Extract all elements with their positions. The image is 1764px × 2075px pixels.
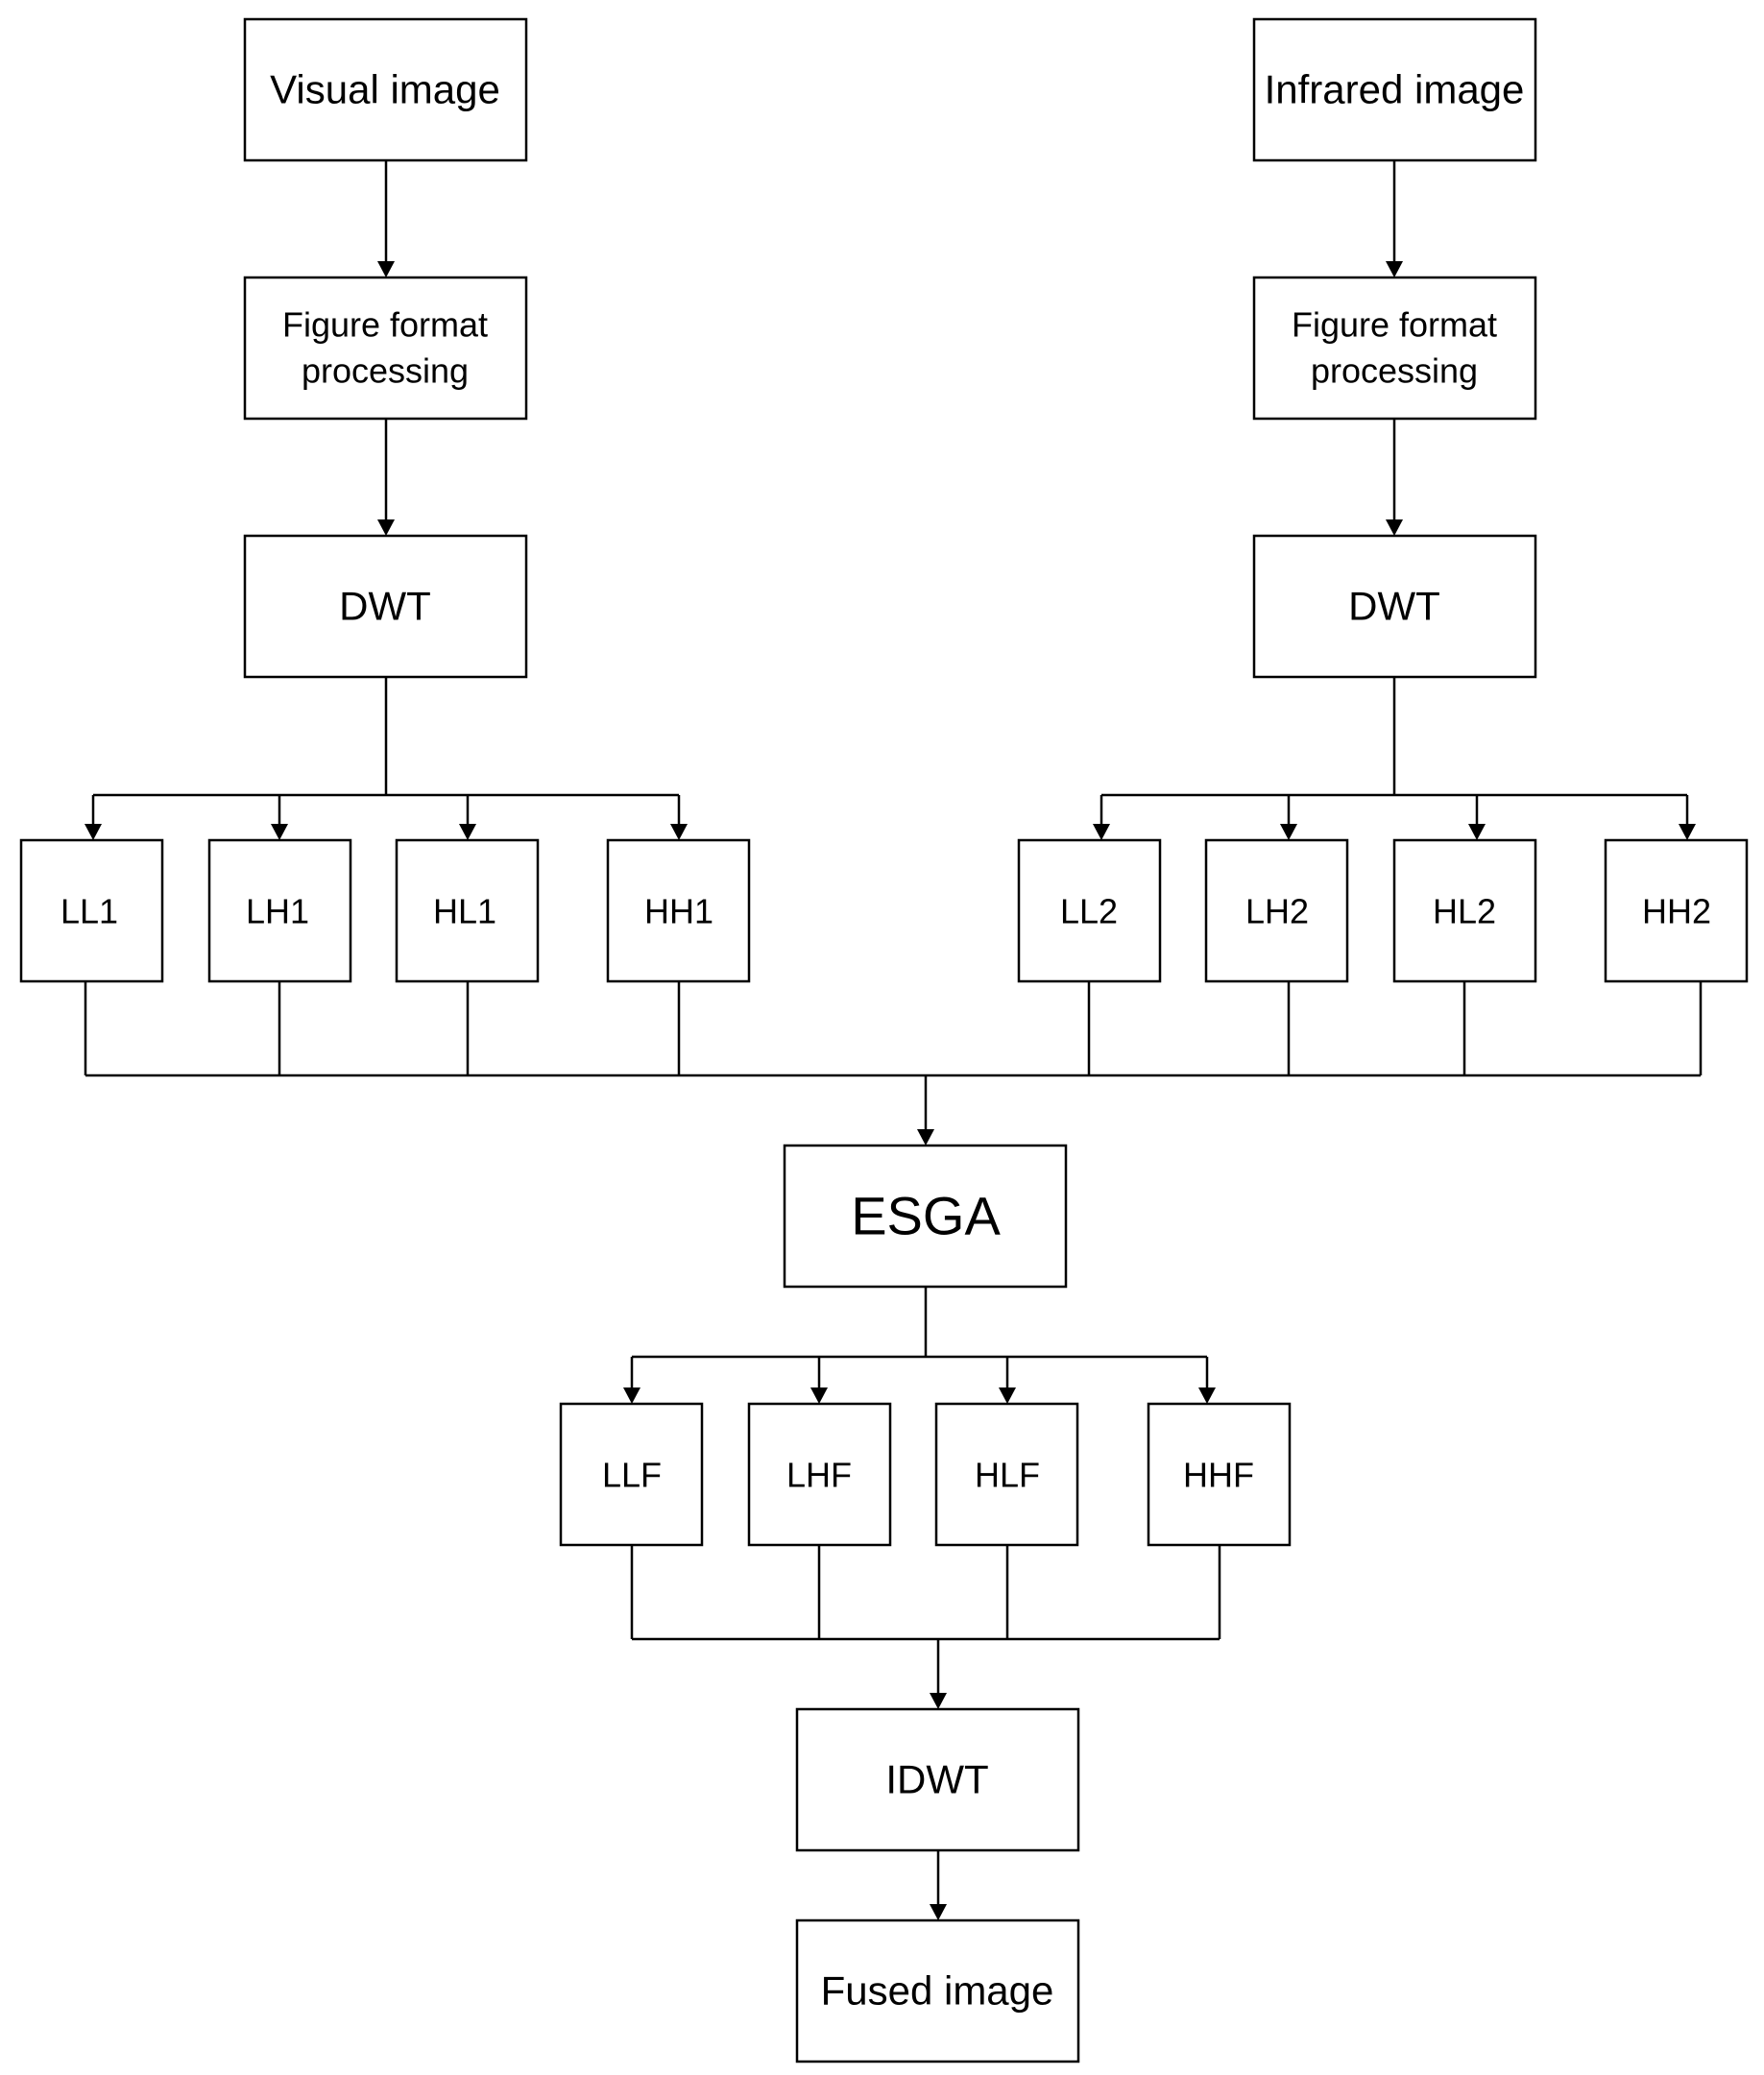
arrowhead-lh1 — [271, 824, 288, 840]
arrowhead-llf — [623, 1387, 640, 1404]
node-lh2: LH2 — [1204, 838, 1349, 983]
node-infrared-image-label: Infrared image — [1265, 67, 1525, 112]
node-ffp-right-line1: Figure format — [1292, 305, 1497, 345]
node-esga-label: ESGA — [851, 1186, 1001, 1246]
arrowhead-hh1 — [670, 824, 688, 840]
node-hh2-label: HH2 — [1642, 892, 1711, 931]
arrowhead-dwt-right — [1386, 519, 1403, 536]
node-ll2-label: LL2 — [1060, 892, 1118, 931]
node-lh2-label: LH2 — [1245, 892, 1309, 931]
arrowhead-hl2 — [1468, 824, 1486, 840]
node-visual-image: Visual image — [243, 17, 528, 162]
arrowhead-esga — [917, 1129, 934, 1146]
arrowhead-ffp-left — [377, 261, 395, 277]
arrowhead-ffp-right — [1386, 261, 1403, 277]
node-dwt-left: DWT — [243, 534, 528, 679]
node-hh1-label: HH1 — [644, 892, 713, 931]
node-esga: ESGA — [783, 1144, 1068, 1289]
node-hlf: HLF — [934, 1402, 1079, 1547]
node-infrared-image: Infrared image — [1252, 17, 1537, 162]
node-lh1-label: LH1 — [246, 892, 309, 931]
node-hl1: HL1 — [395, 838, 540, 983]
node-hl2: HL2 — [1392, 838, 1537, 983]
node-ll1-label: LL1 — [60, 892, 118, 931]
arrowhead-lhf — [810, 1387, 828, 1404]
arrowhead-dwt-left — [377, 519, 395, 536]
node-hlf-label: HLF — [975, 1456, 1040, 1495]
node-idwt-label: IDWT — [885, 1757, 988, 1802]
arrowhead-idwt — [930, 1693, 947, 1709]
arrowhead-lh2 — [1280, 824, 1297, 840]
node-llf: LLF — [559, 1402, 704, 1547]
node-fused-image: Fused image — [795, 1918, 1080, 2063]
arrowhead-fused — [930, 1904, 947, 1920]
node-hl2-label: HL2 — [1433, 892, 1496, 931]
node-idwt: IDWT — [795, 1707, 1080, 1852]
node-hh2: HH2 — [1604, 838, 1749, 983]
arrowhead-hlf — [999, 1387, 1016, 1404]
node-lhf: LHF — [747, 1402, 892, 1547]
arrowhead-hh2 — [1679, 824, 1696, 840]
node-figure-format-processing-right: Figure format processing — [1252, 276, 1537, 421]
node-ll2: LL2 — [1017, 838, 1162, 983]
arrowhead-hl1 — [459, 824, 476, 840]
node-hhf-label: HHF — [1183, 1456, 1254, 1495]
connectors — [84, 160, 1703, 1920]
node-hh1: HH1 — [606, 838, 751, 983]
node-fused-image-label: Fused image — [821, 1968, 1054, 2014]
node-lhf-label: LHF — [786, 1456, 852, 1495]
node-dwt-left-label: DWT — [339, 584, 431, 629]
node-hl1-label: HL1 — [433, 892, 496, 931]
node-visual-image-label: Visual image — [270, 67, 500, 112]
node-ffp-right-line2: processing — [1311, 351, 1478, 391]
node-ll1: LL1 — [19, 838, 164, 983]
node-dwt-right-label: DWT — [1348, 584, 1440, 629]
arrowhead-ll1 — [85, 824, 102, 840]
node-llf-label: LLF — [602, 1456, 662, 1495]
arrowhead-hhf — [1198, 1387, 1216, 1404]
node-ffp-left-line2: processing — [302, 351, 469, 391]
node-dwt-right: DWT — [1252, 534, 1537, 679]
node-figure-format-processing-left: Figure format processing — [243, 276, 528, 421]
node-ffp-left-line1: Figure format — [282, 305, 488, 345]
node-lh1: LH1 — [207, 838, 352, 983]
arrowhead-ll2 — [1093, 824, 1110, 840]
node-hhf: HHF — [1147, 1402, 1292, 1547]
